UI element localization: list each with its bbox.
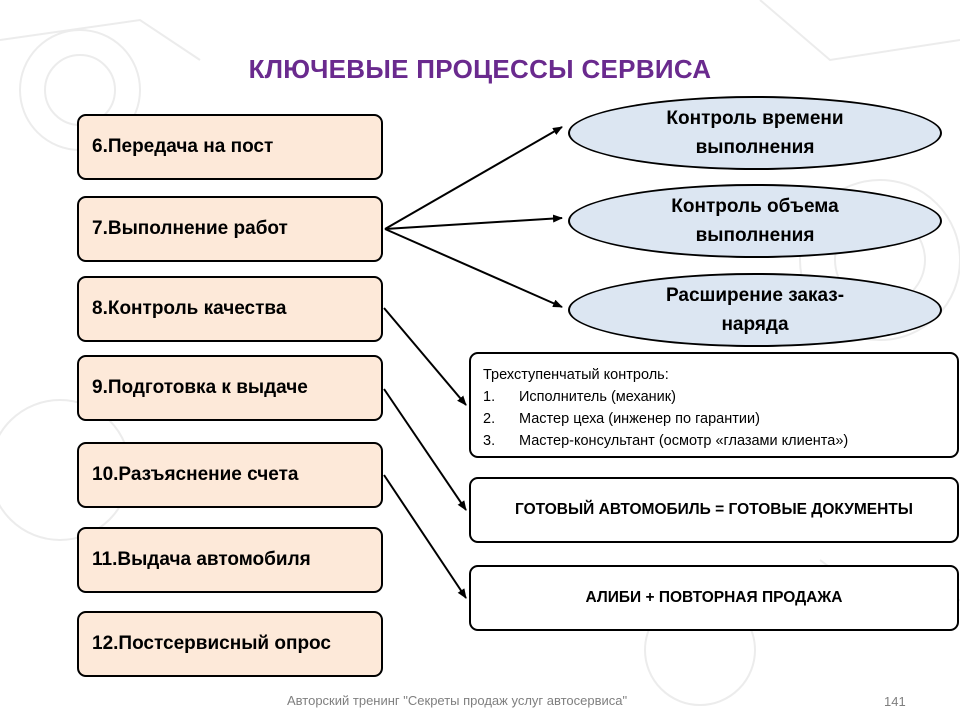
step-preparation: 9.Подготовка к выдаче: [77, 355, 383, 421]
ellipse-order-extension: Расширение заказ-наряда: [568, 273, 942, 347]
ellipse-scope-control-label: Контроль объема выполнения: [671, 196, 839, 246]
step-quality-control: 8.Контроль качества: [77, 276, 383, 342]
arrow-to-time-control: [384, 126, 563, 230]
list-number: 2.: [483, 411, 496, 427]
step-execution: 7.Выполнение работ: [77, 196, 383, 262]
ellipse-time-control-label: Контроль времени выполнения: [666, 108, 844, 158]
list-text: Мастер цеха (инженер по гарантии): [519, 411, 760, 427]
ready-car-box: ГОТОВЫЙ АВТОМОБИЛЬ = ГОТОВЫЕ ДОКУМЕНТЫ: [469, 477, 959, 543]
list-text: Исполнитель (механик): [519, 389, 676, 405]
control-list-item: 2. Мастер цеха (инженер по гарантии): [483, 408, 957, 430]
page-title: КЛЮЧЕВЫЕ ПРОЦЕССЫ СЕРВИСА: [248, 54, 712, 84]
arrow-to-three-stage-control: [383, 307, 467, 406]
arrow-to-ready-car: [383, 388, 467, 511]
list-text: Мастер-консультант (осмотр «глазами клие…: [519, 433, 849, 449]
ellipse-scope-control: Контроль объема выполнения: [568, 184, 942, 258]
step-post-service-survey: 12.Постсервисный опрос: [77, 611, 383, 677]
ellipse-time-control: Контроль времени выполнения: [568, 96, 942, 170]
footer-text: Авторский тренинг "Секреты продаж услуг …: [287, 693, 628, 708]
control-list-item: 3. Мастер-консультант (осмотр «глазами кл…: [483, 430, 957, 452]
step-vehicle-delivery: 11.Выдача автомобиля: [77, 527, 383, 593]
arrow-to-scope-control: [384, 214, 563, 230]
page-number: 141: [884, 694, 906, 709]
control-box-heading: Трехступенчатый контроль:: [483, 367, 669, 383]
three-stage-control-box: Трехступенчатый контроль: 1. Исполнитель …: [469, 352, 959, 458]
step-invoice-explanation: 10.Разъяснение счета: [77, 442, 383, 508]
control-list-item: 1. Исполнитель (механик): [483, 386, 957, 408]
ellipse-order-extension-label: Расширение заказ-наряда: [665, 285, 845, 335]
control-list: 1. Исполнитель (механик) 2. Мастер цеха (и…: [483, 386, 957, 452]
alibi-box: АЛИБИ + ПОВТОРНАЯ ПРОДАЖА: [469, 565, 959, 631]
step-handover: 6.Передача на пост: [77, 114, 383, 180]
list-number: 1.: [483, 389, 496, 405]
list-number: 3.: [483, 433, 496, 449]
arrow-to-alibi: [383, 474, 467, 599]
arrow-to-order-extension: [384, 228, 563, 308]
